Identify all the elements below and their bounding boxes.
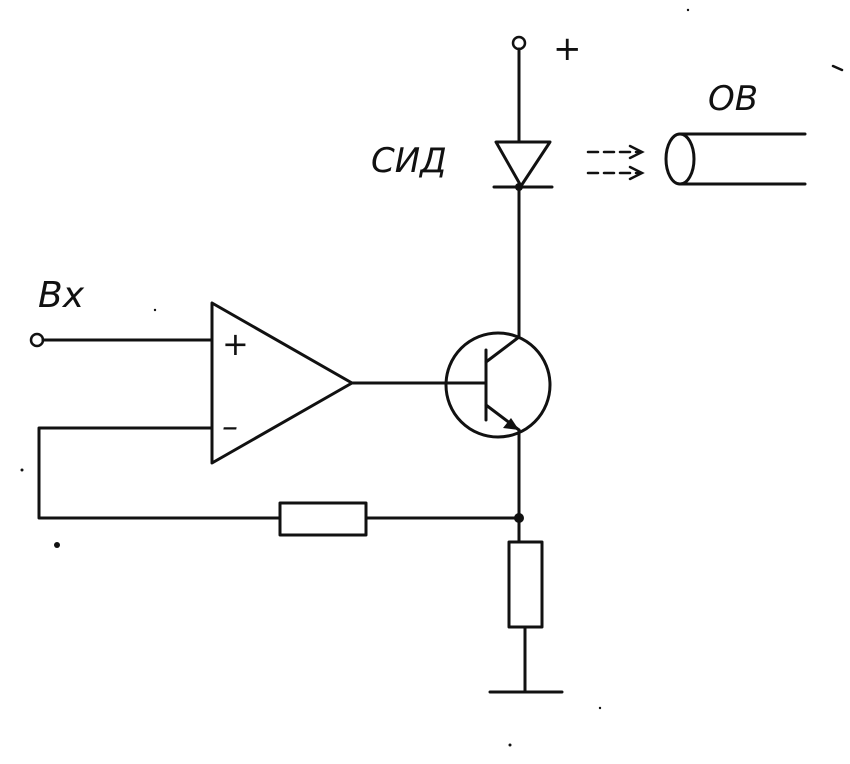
feedback-resistor (278, 501, 368, 537)
op-amp-triangle (210, 301, 354, 465)
led-label: СИД (371, 141, 447, 181)
supply-plus-label: + (553, 29, 582, 69)
led-triangle (494, 140, 552, 188)
npn-transistor (444, 331, 552, 439)
scan-specks (20, 8, 844, 747)
op-amp-plus: + (222, 325, 249, 363)
supply-terminal (511, 35, 527, 51)
op-amp-minus: – (222, 407, 238, 445)
optical-fiber (664, 132, 807, 186)
input-label: Bx (38, 275, 85, 316)
led-diode (492, 140, 554, 189)
op-amp: + – (210, 301, 354, 465)
input-terminal (29, 332, 45, 348)
transistor-envelope (444, 331, 552, 439)
fiber-end (664, 132, 696, 186)
feedback-wire (37, 426, 282, 520)
emitter-resistor (507, 540, 544, 629)
emitter-arrow (503, 418, 519, 430)
light-emission-arrows (586, 144, 645, 181)
transistor-collector (484, 335, 521, 364)
fiber-label: ОВ (708, 79, 758, 119)
